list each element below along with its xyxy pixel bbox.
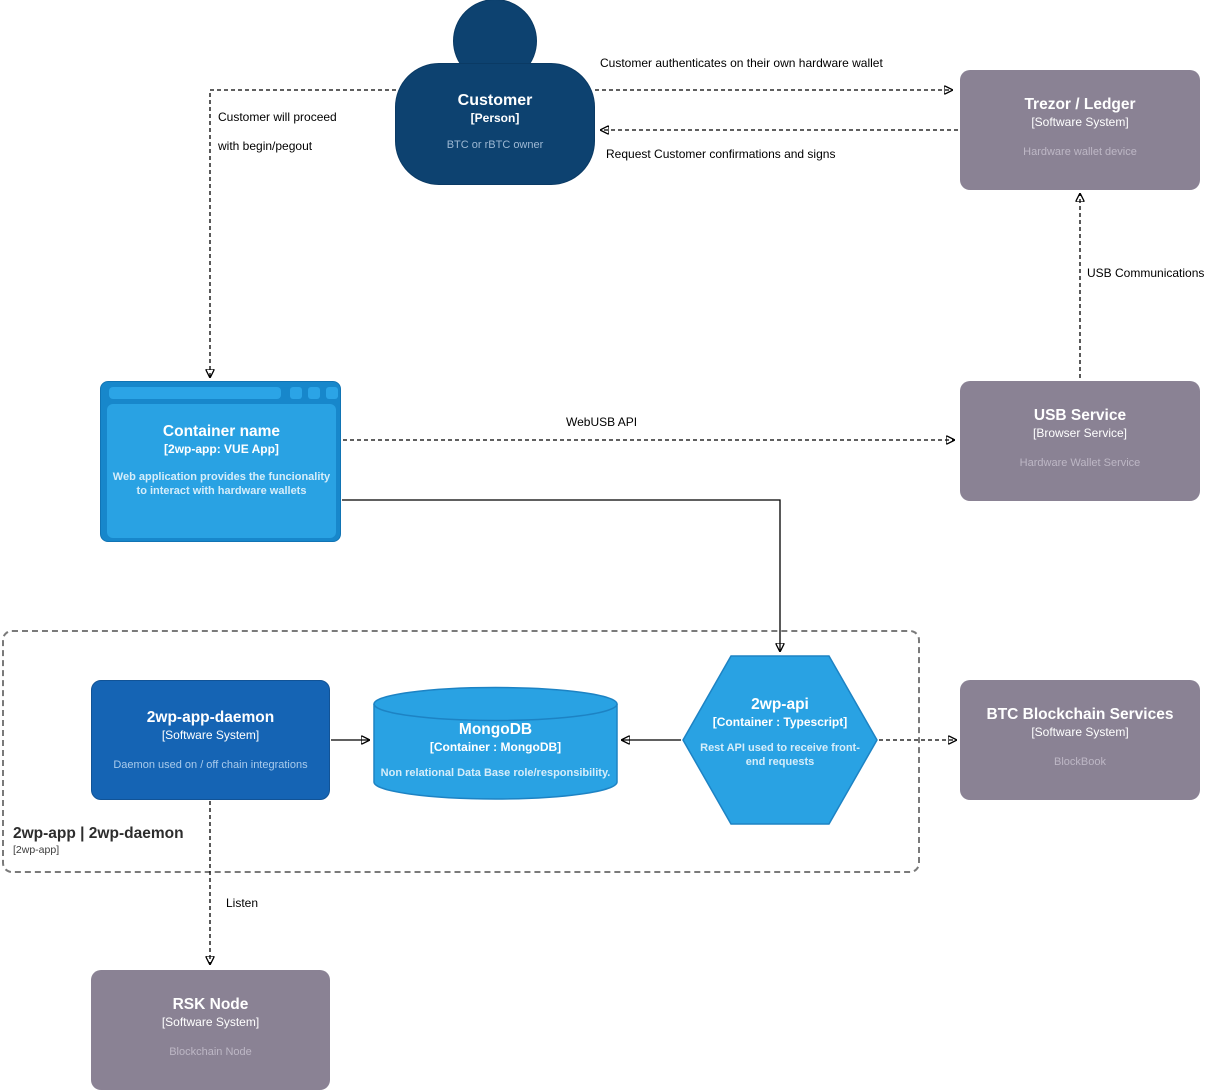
trezor-desc: Hardware wallet device bbox=[1023, 146, 1137, 158]
node-mongodb: MongoDB [Container : MongoDB] Non relati… bbox=[373, 686, 618, 800]
trezor-title: Trezor / Ledger bbox=[1024, 96, 1136, 113]
edge-label-listen: Listen bbox=[226, 896, 259, 910]
edge-label-webusb: WebUSB API bbox=[566, 415, 638, 429]
api-type: [Container : Typescript] bbox=[712, 715, 848, 729]
trezor-type: [Software System] bbox=[1031, 115, 1129, 129]
mongodb-title: MongoDB bbox=[458, 721, 533, 738]
btc-title: BTC Blockchain Services bbox=[986, 706, 1174, 723]
btc-desc: BlockBook bbox=[1054, 756, 1106, 768]
webapp-title: Container name bbox=[162, 423, 281, 440]
browser-button-icon bbox=[290, 387, 302, 399]
hexagon-shape-icon bbox=[682, 655, 878, 825]
customer-title: Customer bbox=[457, 92, 533, 109]
daemon-title: 2wp-app-daemon bbox=[146, 709, 275, 726]
usb-service-type: [Browser Service] bbox=[1032, 426, 1128, 440]
node-usb-service: USB Service [Browser Service] Hardware W… bbox=[960, 381, 1200, 501]
edge-label-proceed: Customer will proceed with begin/pegout bbox=[218, 110, 337, 153]
node-webapp: Container name [2wp-app: VUE App] Web ap… bbox=[100, 381, 341, 542]
customer-desc: BTC or rBTC owner bbox=[446, 139, 544, 151]
webapp-content: Container name [2wp-app: VUE App] Web ap… bbox=[107, 404, 336, 538]
rsk-type: [Software System] bbox=[161, 1015, 260, 1029]
daemon-type: [Software System] bbox=[161, 728, 260, 742]
node-daemon: 2wp-app-daemon [Software System] Daemon … bbox=[91, 680, 330, 800]
node-rsk: RSK Node [Software System] Blockchain No… bbox=[91, 970, 330, 1090]
node-customer: Customer [Person] BTC or rBTC owner bbox=[395, 63, 595, 185]
usb-service-desc: Hardware Wallet Service bbox=[1019, 457, 1141, 469]
api-desc: Rest API used to receive front-end reque… bbox=[700, 742, 860, 768]
node-api: 2wp-api [Container : Typescript] Rest AP… bbox=[682, 655, 878, 825]
browser-button-icon bbox=[308, 387, 320, 399]
edge-label-authenticate: Customer authenticates on their own hard… bbox=[600, 56, 883, 70]
btc-type: [Software System] bbox=[1031, 725, 1129, 739]
browser-address-bar bbox=[109, 387, 281, 399]
rsk-desc: Blockchain Node bbox=[169, 1046, 252, 1058]
usb-service-title: USB Service bbox=[1033, 407, 1127, 424]
webapp-type: [2wp-app: VUE App] bbox=[164, 442, 279, 456]
boundary-title: 2wp-app | 2wp-daemon bbox=[13, 825, 184, 842]
edge-label-request-sign: Request Customer confirmations and signs bbox=[606, 147, 836, 161]
boundary-label: 2wp-app | 2wp-daemon [2wp-app] bbox=[13, 825, 184, 857]
customer-type: [Person] bbox=[470, 111, 520, 125]
daemon-desc: Daemon used on / off chain integrations bbox=[113, 759, 308, 771]
mongodb-textblock: MongoDB [Container : MongoDB] Non relati… bbox=[373, 686, 618, 780]
mongodb-desc: Non relational Data Base role/responsibi… bbox=[380, 767, 611, 779]
api-title: 2wp-api bbox=[751, 696, 809, 713]
browser-button-icon bbox=[326, 387, 338, 399]
api-textblock: 2wp-api [Container : Typescript] Rest AP… bbox=[682, 655, 878, 769]
boundary-type: [2wp-app] bbox=[13, 844, 60, 856]
webapp-desc: Web application provides the funcionalit… bbox=[112, 471, 331, 497]
node-btc-services: BTC Blockchain Services [Software System… bbox=[960, 680, 1200, 800]
mongodb-type: [Container : MongoDB] bbox=[429, 740, 562, 754]
edge-label-usb-comm: USB Communications bbox=[1087, 266, 1205, 280]
node-trezor-ledger: Trezor / Ledger [Software System] Hardwa… bbox=[960, 70, 1200, 190]
browser-topbar bbox=[101, 382, 340, 404]
edge-webapp-to-api-line bbox=[342, 499, 780, 651]
cylinder-shape-icon bbox=[373, 686, 618, 800]
rsk-title: RSK Node bbox=[172, 996, 249, 1013]
